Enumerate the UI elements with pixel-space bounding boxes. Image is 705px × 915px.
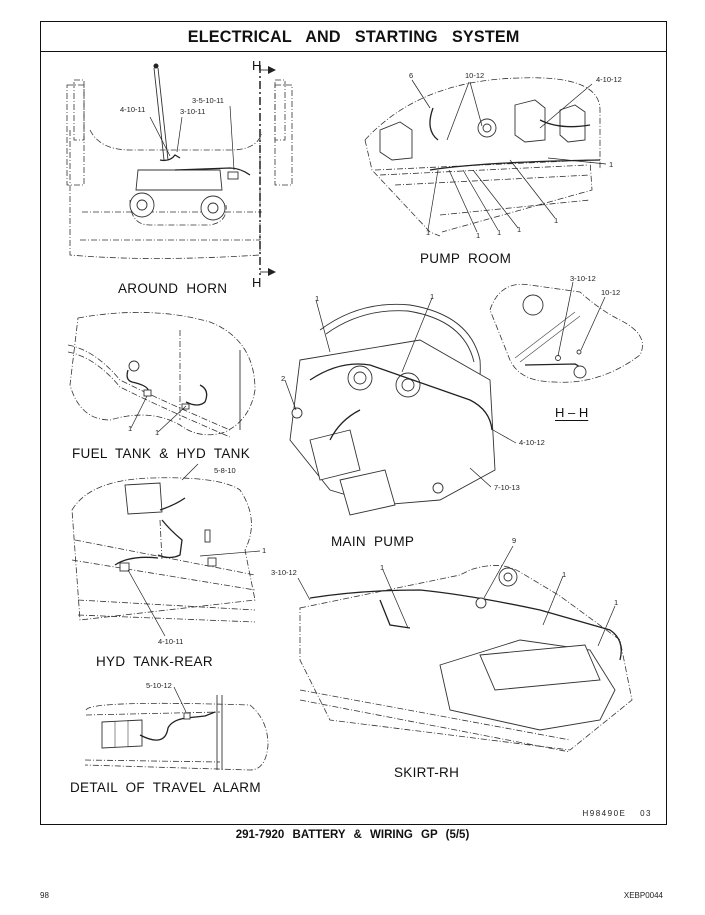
callout: 3-5-10-11 bbox=[192, 96, 224, 105]
caption-hyd-tank-rear: HYD TANK-REAR bbox=[96, 654, 213, 669]
callout: 6 bbox=[409, 71, 414, 80]
drawing-number: H98490E 03 bbox=[583, 809, 653, 818]
callout: 4-10-11 bbox=[158, 637, 184, 646]
callout: 1 bbox=[155, 428, 160, 437]
callout: 4-10-11 bbox=[120, 105, 146, 114]
callout: 1 bbox=[315, 294, 320, 303]
caption-around-horn: AROUND HORN bbox=[118, 281, 228, 296]
callout: 4-10-12 bbox=[519, 438, 545, 447]
caption-skirt-rh: SKIRT-RH bbox=[394, 765, 460, 780]
callout: 1 bbox=[614, 598, 619, 607]
callout: 4-10-12 bbox=[596, 75, 622, 84]
title-bar: ELECTRICAL AND STARTING SYSTEM bbox=[41, 22, 666, 52]
callout: 10-12 bbox=[601, 288, 621, 297]
callout: 1 bbox=[562, 570, 567, 579]
callout: 5-8-10 bbox=[214, 466, 236, 475]
callout: 1 bbox=[609, 160, 614, 169]
callout: 1 bbox=[262, 546, 267, 555]
drawing-revision: 03 bbox=[640, 809, 652, 818]
drawing-id: H98490E bbox=[582, 809, 627, 818]
callout: 1 bbox=[517, 225, 522, 234]
caption-section-hh: H – H bbox=[555, 405, 589, 420]
view-main-pump-drawing bbox=[284, 297, 517, 516]
callout: 1 bbox=[380, 563, 385, 572]
callout: 1 bbox=[497, 228, 502, 237]
section-mark-bottom: H bbox=[252, 275, 262, 290]
callout: 3-10-12 bbox=[271, 568, 297, 577]
view-travel-alarm-drawing bbox=[84, 686, 269, 771]
illustration-frame: ELECTRICAL AND STARTING SYSTEM H98490E 0… bbox=[40, 21, 667, 825]
document-id: XEBP0044 bbox=[623, 891, 663, 900]
caption-fuel-hyd-tank: FUEL TANK & HYD TANK bbox=[72, 446, 251, 461]
callout: 1 bbox=[128, 424, 133, 433]
caption-pump-room: PUMP ROOM bbox=[420, 251, 512, 266]
callout: 7-10-13 bbox=[494, 483, 520, 492]
group-title: 291-7920 BATTERY & WIRING GP (5/5) bbox=[235, 829, 470, 841]
view-fuel-hyd-tank-drawing bbox=[67, 311, 256, 438]
page-number: 98 bbox=[40, 891, 49, 900]
view-section-hh-drawing bbox=[489, 281, 643, 383]
page-title: ELECTRICAL AND STARTING SYSTEM bbox=[187, 26, 520, 46]
callout: 9 bbox=[512, 536, 517, 545]
view-hyd-tank-rear-drawing bbox=[71, 463, 261, 637]
callout: 1 bbox=[426, 228, 431, 237]
callout: 1 bbox=[554, 216, 559, 225]
caption-travel-alarm: DETAIL OF TRAVEL ALARM bbox=[70, 780, 261, 795]
callout: 1 bbox=[430, 292, 435, 301]
view-around-horn-drawing bbox=[66, 63, 293, 276]
callout: 3-10-12 bbox=[570, 274, 596, 283]
callout: 2 bbox=[281, 374, 286, 383]
view-skirt-rh-drawing bbox=[297, 545, 633, 753]
section-mark-top: H bbox=[252, 58, 262, 73]
view-pump-room-drawing bbox=[364, 77, 607, 237]
callout: 3-10-11 bbox=[180, 107, 206, 116]
callout: 1 bbox=[476, 231, 481, 240]
callout: 5-10-12 bbox=[146, 681, 172, 690]
callout: 10-12 bbox=[465, 71, 485, 80]
caption-main-pump: MAIN PUMP bbox=[331, 534, 415, 549]
